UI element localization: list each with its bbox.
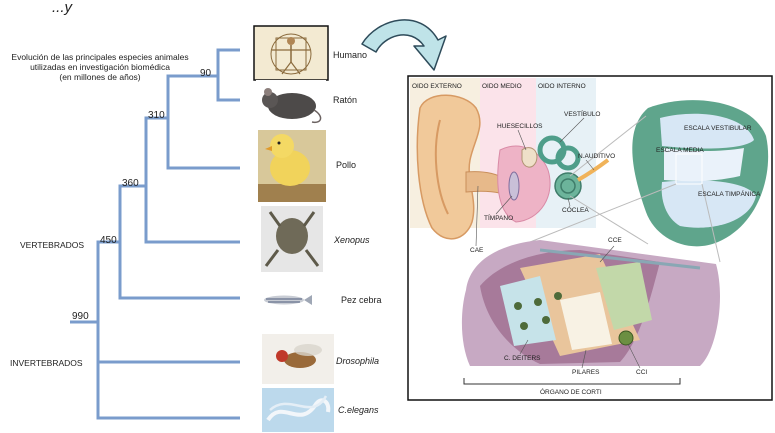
tree-caption: Evolución de las principales especies an… xyxy=(11,52,188,82)
node-450: 450 xyxy=(100,235,117,246)
species-zebrafish: Pez cebra xyxy=(341,295,382,305)
caption-line-3: (en millones de años) xyxy=(59,72,140,82)
thumb-xenopus xyxy=(261,206,323,272)
species-labels: Humano Ratón Pollo Xenopus Pez cebra Dro… xyxy=(333,50,382,415)
branch-human-mouse xyxy=(218,50,240,100)
label-timpano: TÍMPANO xyxy=(484,213,513,222)
species-chicken: Pollo xyxy=(336,160,356,170)
label-cae: CAE xyxy=(470,247,484,254)
ear-anatomy-panel: OIDO EXTERNO OIDO MEDIO OIDO INTERNO HUE… xyxy=(408,76,772,400)
phylogenetic-tree xyxy=(70,50,240,418)
label-organo-de-corti: ÓRGANO DE CORTI xyxy=(540,387,602,396)
organ-of-corti xyxy=(462,240,720,384)
branch-invertebrates xyxy=(98,362,240,418)
species-celegans: C.elegans xyxy=(338,405,379,415)
label-coclea: CÓCLEA xyxy=(562,205,589,214)
node-360: 360 xyxy=(122,178,139,189)
label-oido-medio: OIDO MEDIO xyxy=(482,83,522,90)
thumb-human xyxy=(254,26,328,80)
label-oido-externo: OIDO EXTERNO xyxy=(412,83,462,90)
node-990: 990 xyxy=(72,311,89,322)
label-c-deiters: C. DEITERS xyxy=(504,355,541,362)
label-cce: CCE xyxy=(608,237,622,244)
label-oido-interno: OIDO INTERNO xyxy=(538,83,586,90)
label-n-auditivo: N.AUDITIVO xyxy=(578,153,615,160)
species-human: Humano xyxy=(333,50,367,60)
label-cci: CCI xyxy=(636,369,647,376)
caption-line-1: Evolución de las principales especies an… xyxy=(11,52,188,62)
thumb-drosophila xyxy=(262,334,334,384)
label-escala-timpanica: ESCALA TIMPÁNICA xyxy=(698,189,761,198)
label-vestibulo: VESTÍBULO xyxy=(564,109,600,118)
branch-root xyxy=(98,242,120,362)
thumb-chick xyxy=(258,130,326,202)
species-thumbnails xyxy=(254,26,334,432)
label-escala-media: ESCALA MEDIA xyxy=(656,147,704,154)
species-xenopus: Xenopus xyxy=(333,235,370,245)
label-huesecillos: HUESECILLOS xyxy=(497,123,543,130)
caption-line-2: utilizadas en investigación biomédica xyxy=(30,62,170,72)
group-invertebrates: INVERTEBRADOS xyxy=(10,358,83,368)
node-90: 90 xyxy=(200,68,212,79)
species-mouse: Ratón xyxy=(333,95,357,105)
branch-310 xyxy=(168,76,240,168)
species-drosophila: Drosophila xyxy=(336,356,379,366)
branch-360 xyxy=(146,118,240,242)
label-pilares: PILARES xyxy=(572,369,600,376)
thumb-mouse xyxy=(256,80,326,126)
curved-arrow-icon xyxy=(362,20,446,70)
header-fragment: ...y xyxy=(52,0,74,16)
thumb-zebrafish xyxy=(264,295,312,305)
node-310: 310 xyxy=(148,110,165,121)
group-vertebrates: VERTEBRADOS xyxy=(20,240,84,250)
thumb-celegans xyxy=(262,388,334,432)
label-escala-vestibular: ESCALA VESTIBULAR xyxy=(684,125,752,132)
